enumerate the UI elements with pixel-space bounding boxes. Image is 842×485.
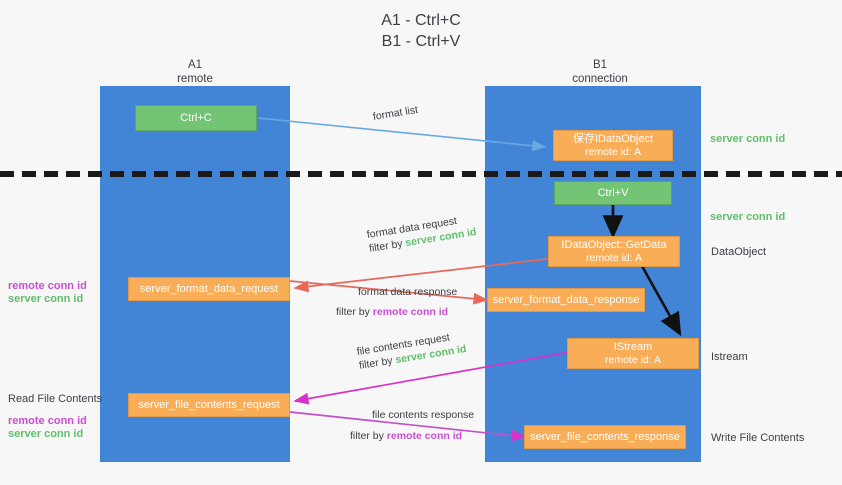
lane-header-a1-name: A1 — [187, 59, 203, 71]
filter-prefix: filter by — [336, 306, 373, 318]
edge-format-data-response — [289, 280, 489, 305]
lane-header-a1: A1 remote — [120, 58, 270, 86]
lane-header-a1-sub: remote — [177, 73, 213, 85]
box-istream-line2: remote id: A — [604, 353, 662, 366]
box-server-file-contents-response[interactable]: server_file_contents_response — [524, 425, 686, 449]
filter-prefix: filter by — [350, 430, 387, 442]
edge-label-file-contents-response-line1: file contents response — [372, 409, 475, 421]
box-ctrl-c[interactable]: Ctrl+C — [135, 105, 257, 131]
box-istream[interactable]: IStream remote id: A — [567, 338, 699, 369]
annotation-read-file-contents: Read File Contents — [8, 393, 103, 405]
annotation-server-conn-id-mid: server conn id — [710, 211, 786, 223]
page-title: A1 - Ctrl+C B1 - Ctrl+V — [381, 12, 461, 50]
edge-file-contents-request — [293, 351, 571, 405]
box-server-format-data-response[interactable]: server_format_data_response — [487, 288, 645, 312]
box-save-idataobject-line2: remote id: A — [584, 145, 642, 158]
box-ctrl-v[interactable]: Ctrl+V — [554, 181, 672, 205]
annotation-server-conn-id-2: server conn id — [8, 428, 84, 440]
box-server-format-data-request-label: server_format_data_request — [139, 282, 279, 295]
box-ctrl-v-label: Ctrl+V — [597, 186, 629, 199]
edge-format-list — [257, 117, 547, 152]
lane-header-b1-sub: connection — [572, 73, 628, 85]
edge-label-file-contents-response-filter: filter by remote conn id — [350, 429, 474, 443]
box-server-format-data-response-label: server_format_data_response — [492, 293, 640, 306]
box-istream-line1: IStream — [613, 340, 653, 353]
box-idataobject-getdata-line1: IDataObject::GetData — [561, 238, 667, 251]
edge-label-format-data-response-filter: filter by remote conn id — [336, 305, 457, 319]
edge-label-format-data-response-line1: format data response — [358, 286, 458, 298]
annotation-dataobject: DataObject — [711, 246, 767, 258]
box-save-idataobject-line1: 保存IDataObject — [572, 132, 654, 145]
edge-label-format-data-response: format data response filter by remote co… — [336, 285, 458, 319]
lane-header-b1: B1 connection — [525, 58, 675, 86]
box-ctrl-c-label: Ctrl+C — [180, 111, 212, 124]
annotation-istream: Istream — [711, 351, 748, 363]
annotation-remote-conn-id-1: remote conn id — [8, 280, 87, 292]
edge-format-data-request — [293, 257, 557, 293]
box-server-file-contents-response-label: server_file_contents_response — [530, 430, 680, 443]
lane-header-b1-name: B1 — [592, 59, 608, 71]
annotation-server-conn-id-top: server conn id — [710, 133, 786, 145]
box-server-format-data-request[interactable]: server_format_data_request — [128, 277, 290, 301]
edge-label-file-contents-response: file contents response filter by remote … — [350, 408, 475, 443]
edge-file-contents-response — [289, 411, 527, 442]
box-idataobject-getdata[interactable]: IDataObject::GetData remote id: A — [548, 236, 680, 267]
annotation-remote-conn-id-2: remote conn id — [8, 415, 87, 427]
annotation-server-conn-id-1: server conn id — [8, 293, 84, 305]
box-server-file-contents-request-label: server_file_contents_request — [138, 398, 280, 411]
edge-getdata-to-istream — [640, 265, 682, 337]
filter-value-remote-conn-id: remote conn id — [372, 306, 449, 318]
annotation-write-file-contents: Write File Contents — [711, 432, 805, 444]
box-save-idataobject[interactable]: 保存IDataObject remote id: A — [553, 130, 673, 161]
filter-value-remote-conn-id: remote conn id — [386, 430, 463, 442]
box-idataobject-getdata-line2: remote id: A — [585, 251, 643, 264]
box-server-file-contents-request[interactable]: server_file_contents_request — [128, 393, 290, 417]
phase-divider — [0, 171, 842, 177]
